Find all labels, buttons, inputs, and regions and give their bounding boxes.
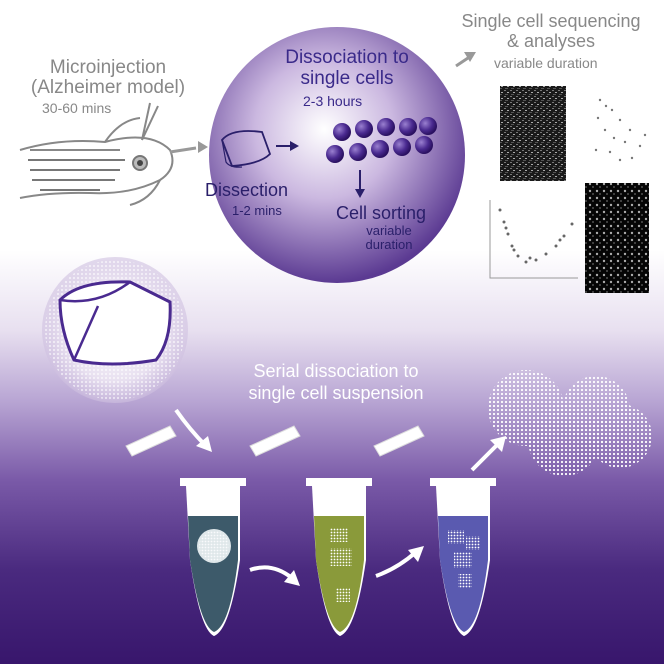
arrow-cells-to-sorting-head — [355, 189, 365, 198]
trajectory-plot-panel — [489, 200, 578, 279]
dissection-duration: 1-2 mins — [232, 203, 282, 218]
dissection-title: Dissection — [205, 180, 289, 200]
microinjection-title-line2: (Alzheimer model) — [30, 77, 186, 98]
cell-sorting-title: Cell sorting — [336, 203, 427, 223]
zebrafish-illustration — [19, 117, 174, 206]
heatmap-panel — [500, 86, 566, 181]
single-cell-suspension — [488, 370, 652, 476]
arrow-tube1-to-tube2-head — [284, 570, 300, 586]
microinjection-title-line1: Microinjection — [49, 57, 167, 78]
dissected-brain-outline — [220, 130, 272, 167]
injection-needle — [141, 102, 159, 141]
arrow-fish-to-circle-head — [198, 141, 208, 153]
arrow-brain-to-cells-head — [290, 141, 299, 151]
dissociation-label: Dissociation to single cells — [268, 47, 426, 89]
sequencing-duration: variable duration — [494, 55, 598, 71]
sequencing-title-line2: & analyses — [506, 31, 596, 51]
dissociation-title-line2: single cells — [300, 68, 394, 89]
brain-dissected-tissue — [58, 280, 172, 366]
arrow-brain-to-tube1-head — [196, 436, 212, 452]
sequencing-title-line1: Single cell sequencing — [461, 11, 641, 31]
cell-sorting-duration: variable duration — [353, 224, 425, 252]
arrow-tube1-to-tube2 — [249, 565, 294, 580]
arrow-circle-to-sequencing-head — [464, 52, 476, 62]
serial-title-line2: single cell suspension — [248, 383, 424, 403]
serial-dissociation-label: Serial dissociation to single cell suspe… — [220, 360, 452, 404]
arrow-circle-to-sequencing — [455, 56, 469, 68]
brain-dissected-inner — [59, 280, 131, 361]
microinjection-duration: 30-60 mins — [42, 100, 112, 116]
tube-3 — [373, 425, 496, 636]
tube-2 — [249, 425, 372, 636]
arrow-fish-to-circle — [169, 146, 197, 154]
microscopy-image-panel — [585, 183, 649, 293]
arrow-brain-to-tube1 — [174, 408, 208, 448]
dissociation-title-line1: Dissociation to — [285, 47, 409, 68]
sequencing-label: Single cell sequencing & analyses — [446, 11, 656, 51]
tube-1 — [125, 425, 246, 636]
arrow-tube3-to-cells — [470, 442, 500, 472]
tsne-scatter-panel — [594, 98, 647, 162]
serial-title-line1: Serial dissociation to — [253, 361, 419, 381]
cell-sorting-duration-line1: variable — [366, 223, 412, 238]
microinjection-label: Microinjection (Alzheimer model) — [28, 58, 188, 98]
dissected-brain-rim — [221, 139, 243, 168]
arrow-tube2-to-tube3-head — [408, 546, 424, 562]
arrow-tube2-to-tube3 — [375, 550, 418, 578]
cell-sorting-duration-line2: duration — [365, 237, 413, 252]
dissociated-cells — [326, 117, 437, 163]
dissociation-duration: 2-3 hours — [303, 93, 363, 109]
arrow-tube3-to-cells-head — [490, 436, 506, 452]
